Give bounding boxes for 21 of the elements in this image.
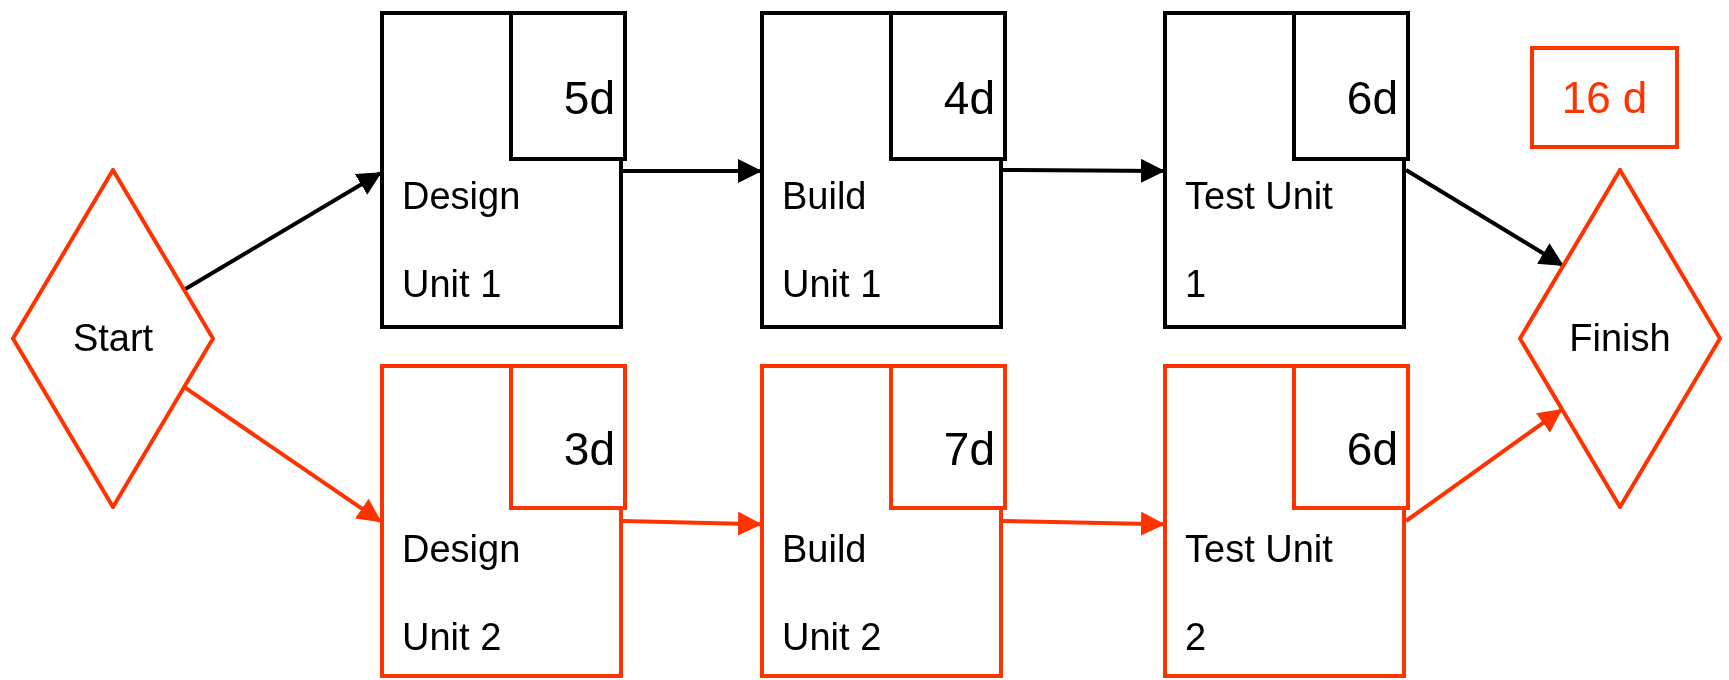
total-duration-box: 16 d [1530, 46, 1679, 149]
decision-diamond: Start [11, 168, 215, 509]
task-label: Test Unit 1 [1185, 174, 1334, 307]
task-label: Build Unit 2 [782, 527, 883, 660]
arrow [184, 171, 382, 291]
arrow [623, 158, 762, 183]
decision-diamond: Finish [1518, 168, 1722, 509]
duration-box: 3d [509, 364, 627, 510]
task-label: Test Unit 2 [1185, 527, 1334, 660]
arrow [184, 386, 382, 523]
task-label: Design Unit 2 [402, 527, 522, 660]
task-label: Build Unit 1 [782, 174, 883, 307]
duration-box: 4d [889, 11, 1007, 161]
task-label: Design Unit 1 [402, 174, 522, 307]
arrow [622, 511, 762, 536]
duration-box: 5d [509, 11, 627, 161]
arrow [1002, 511, 1165, 536]
duration-box: 6d [1292, 364, 1410, 510]
duration-box: 7d [889, 364, 1007, 510]
duration-box: 6d [1292, 11, 1410, 161]
arrow [1003, 158, 1165, 183]
